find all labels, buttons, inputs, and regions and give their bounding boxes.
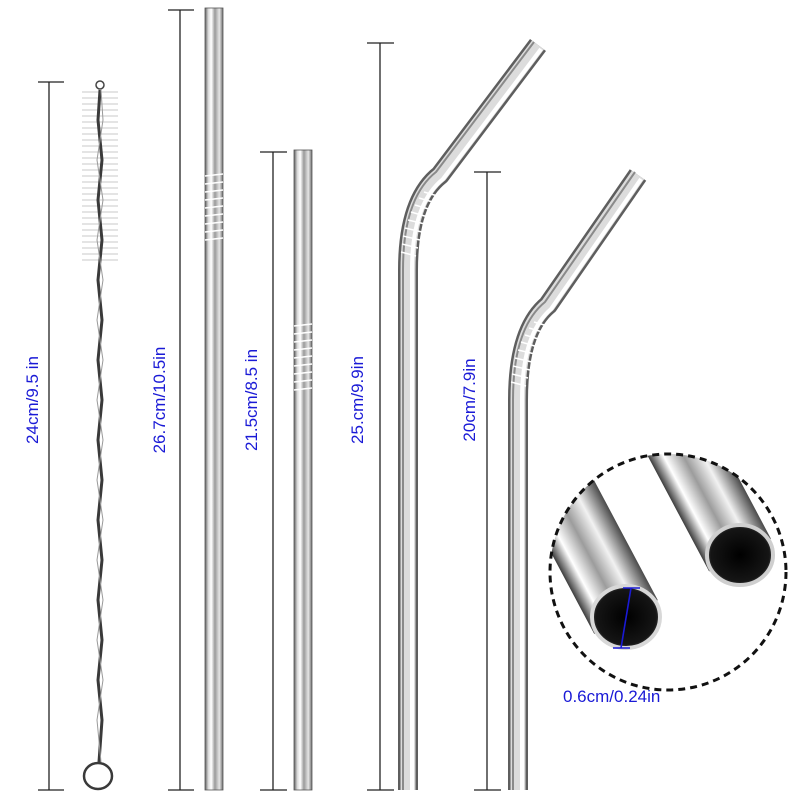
- dimension-line-short-bent: [474, 171, 501, 791]
- straw-thread-marks: [293, 323, 313, 391]
- straw-long-straight: [204, 7, 224, 791]
- straw-bend-thread-marks: [510, 321, 552, 387]
- straw-short-bent: [508, 169, 647, 790]
- long-straight-straw-length-label: 26.7cm/10.5in: [150, 346, 169, 454]
- dimension-line-long-bent: [367, 42, 394, 791]
- long-bent-straw-length-label: 25.cm/9.9in: [348, 356, 367, 444]
- zoom-border: [548, 452, 788, 692]
- zoom-tube-back-opening: [705, 523, 775, 587]
- straw-bend-thread-marks: [400, 191, 442, 257]
- short-bent-straw-length-label: 20cm/7.9in: [460, 358, 479, 442]
- diameter-marker: [613, 587, 640, 649]
- zoom-tube-front: [550, 454, 658, 634]
- diameter-label: 0.6cm/0.24in: [563, 687, 661, 706]
- short-straight-straw-length-label: 21.5cm/8.5 in: [242, 348, 261, 452]
- brush-length-label: 24cm/9.5 in: [23, 356, 42, 444]
- zoom-detail: [548, 452, 788, 692]
- dimension-line-brush: [38, 81, 64, 791]
- dimension-line-short-straight: [260, 151, 287, 791]
- dimension-line-long-straight: [168, 9, 194, 791]
- cleaning-brush: [82, 80, 118, 791]
- brush-loop: [82, 761, 114, 791]
- straw-short-straight: [293, 149, 313, 791]
- straw-thread-marks: [204, 173, 224, 241]
- brush-tip: [95, 80, 105, 90]
- straw-long-bent: [398, 38, 546, 790]
